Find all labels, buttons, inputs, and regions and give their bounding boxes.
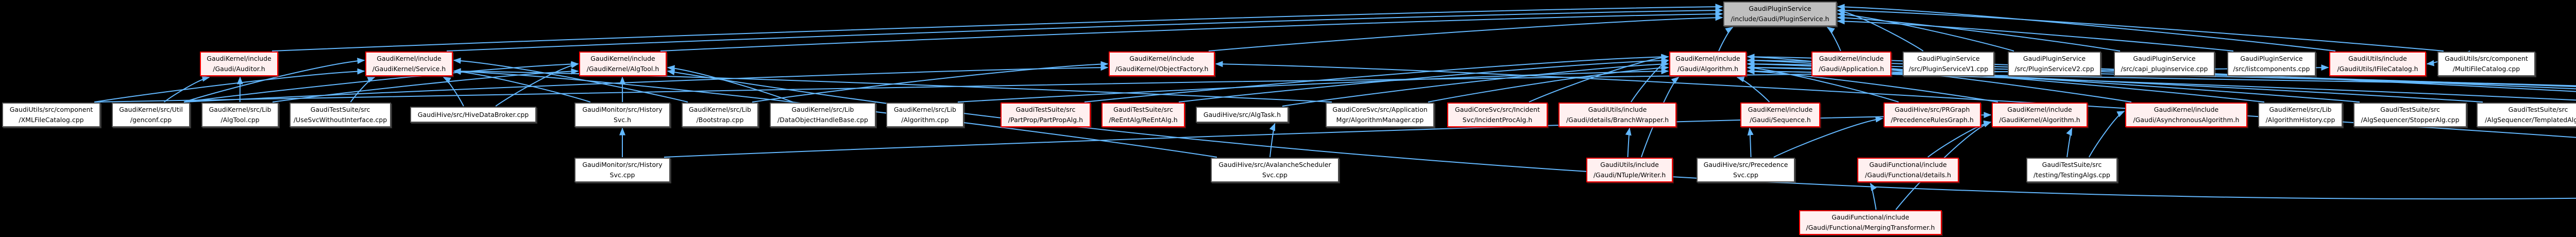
graph-node-ntuple_writer_h[interactable]: GaudiUtils/include /Gaudi/NTuple/Writer.… bbox=[1586, 158, 1673, 182]
include-edge bbox=[1837, 7, 2444, 52]
include-edge bbox=[1282, 61, 1669, 107]
graph-node-incidentprocalg_h[interactable]: GaudiCoreSvc/src/Incident Svc/IncidentPr… bbox=[1447, 103, 1548, 127]
graph-node-hivedatabroker_cpp[interactable]: GaudiHive/src/HiveDataBroker.cpp bbox=[410, 107, 536, 123]
include-edge bbox=[1529, 54, 1669, 103]
include-edge bbox=[664, 112, 1992, 158]
graph-node-precedencesvc_cpp[interactable]: GaudiHive/src/Precedence Svc.cpp bbox=[1697, 158, 1795, 182]
graph-node-mergingtransformer_h[interactable]: GaudiFunctional/include /Gaudi/Functiona… bbox=[1799, 210, 1942, 235]
include-edge bbox=[1837, 4, 2336, 52]
graph-node-application_h[interactable]: GaudiKernel/include /Gaudi/Application.h bbox=[1811, 52, 1891, 76]
graph-node-service_h[interactable]: GaudiKernel/include /GaudiKernel/Service… bbox=[365, 52, 453, 76]
graph-node-algtool_cpp[interactable]: GaudiKernel/src/Lib /AlgTool.cpp bbox=[201, 103, 279, 127]
graph-node-branchwrapper_h[interactable]: GaudiUtils/include /Gaudi/details/Branch… bbox=[1558, 103, 1676, 127]
graph-node-objectfactory_h[interactable]: GaudiKernel/include /GaudiKernel/ObjectF… bbox=[1109, 52, 1215, 76]
include-edge bbox=[183, 58, 365, 103]
graph-node-dataobjecthandlebase_cpp[interactable]: GaudiKernel/src/Lib /DataObjectHandleBas… bbox=[770, 103, 876, 127]
graph-node-multifilecatalog_cpp[interactable]: GaudiUtils/src/component /MultiFileCatal… bbox=[2437, 52, 2535, 76]
include-edge bbox=[1773, 116, 1884, 158]
graph-node-partpropalg_h[interactable]: GaudiTestSuite/src /PartProp/PartPropAlg… bbox=[1001, 103, 1091, 127]
include-edge bbox=[1837, 11, 2014, 52]
include-edge bbox=[1625, 127, 1632, 158]
graph-node-algorithm_h[interactable]: GaudiKernel/include /Gaudi/Algorithm.h bbox=[1669, 52, 1747, 76]
graph-node-historysvc_cpp[interactable]: GaudiMonitor/src/History Svc.cpp bbox=[574, 158, 670, 182]
include-edge bbox=[667, 69, 2576, 200]
graph-node-genconf_cpp[interactable]: GaudiKernel/src/Util /genconf.cpp bbox=[112, 103, 190, 127]
include-edge bbox=[1718, 27, 1734, 52]
include-edge bbox=[1178, 57, 1669, 103]
graph-node-listcomponents_cpp[interactable]: GaudiPluginService /src/listcomponents.c… bbox=[2227, 52, 2316, 76]
include-edge bbox=[1826, 27, 1841, 52]
graph-node-historysvc_h[interactable]: GaudiMonitor/src/History Svc.h bbox=[574, 103, 670, 127]
include-edge bbox=[1837, 18, 2234, 52]
include-edge bbox=[957, 68, 1669, 103]
graph-node-algorithmhistory_cpp[interactable]: GaudiKernel/src/Lib /AlgorithmHistory.cp… bbox=[2258, 103, 2343, 127]
include-edge bbox=[1269, 123, 1276, 158]
graph-node-avalancheschedulersvc_cpp[interactable]: GaudiHive/src/AvalancheScheduler Svc.cpp bbox=[1211, 158, 1339, 182]
graph-node-reentalg_h[interactable]: GaudiTestSuite/src /ReEntAlg/ReEntAlg.h bbox=[1101, 103, 1185, 127]
graph-node-pluginservice_h[interactable]: GaudiPluginService /include/Gaudi/Plugin… bbox=[1723, 2, 1837, 26]
graph-node-usesvcwithoutinterface_cpp[interactable]: GaudiTestSuite/src /UseSvcWithoutInterfa… bbox=[290, 103, 391, 127]
include-edge bbox=[164, 75, 210, 103]
graph-node-gk_algorithm_h[interactable]: GaudiKernel/include /GaudiKernel/Algorit… bbox=[1992, 103, 2088, 127]
graph-node-pluginservicev2_cpp[interactable]: GaudiPluginService /src/PluginServiceV2.… bbox=[2008, 52, 2101, 76]
include-edge bbox=[453, 57, 688, 103]
include-edge bbox=[272, 4, 1723, 52]
include-edge bbox=[1747, 68, 1998, 103]
include-edge bbox=[443, 77, 464, 107]
graph-node-sequence_h[interactable]: GaudiKernel/include /Gaudi/Sequence.h bbox=[1740, 103, 1820, 127]
graph-node-testingalgs_cpp[interactable]: GaudiTestSuite/src /testing/TestingAlgs.… bbox=[2026, 158, 2117, 182]
include-edge bbox=[1215, 61, 2576, 138]
include-edge bbox=[1837, 8, 1924, 52]
include-edge bbox=[183, 61, 579, 103]
graph-node-algorithmmanager_cpp[interactable]: GaudiCoreSvc/src/Application Mgr/Algorit… bbox=[1326, 103, 1434, 127]
include-edge bbox=[94, 68, 365, 103]
include-edge bbox=[350, 77, 376, 103]
include-edge bbox=[667, 65, 793, 103]
graph-node-precedencerulesgraph_h[interactable]: GaudiHive/src/PRGraph /PrecedenceRulesGr… bbox=[1884, 103, 1981, 127]
include-edge bbox=[183, 64, 1109, 103]
include-edge bbox=[1736, 76, 1770, 103]
graph-node-pluginservicev1_cpp[interactable]: GaudiPluginService /src/PluginServiceV1.… bbox=[1903, 52, 1994, 76]
graph-node-ifilecatalog_h[interactable]: GaudiUtils/include /GaudiUtils/IFileCata… bbox=[2329, 52, 2426, 76]
include-edge bbox=[1630, 60, 1669, 103]
include-edge bbox=[1747, 65, 1899, 103]
graph-node-functional_details_h[interactable]: GaudiFunctional/include /Gaudi/Functiona… bbox=[1857, 158, 1959, 182]
graph-node-xmlfilecatalog_cpp[interactable]: GaudiUtils/src/component /XMLFileCatalog… bbox=[2, 103, 100, 127]
include-edge bbox=[446, 7, 1723, 52]
graph-node-capi_pluginservice_cpp[interactable]: GaudiPluginService /src/capi_pluginservi… bbox=[2114, 52, 2215, 76]
graph-node-algtask_h[interactable]: GaudiHive/src/AlgTask.h bbox=[1196, 107, 1289, 123]
graph-node-auditor_h[interactable]: GaudiKernel/include /Gaudi/Auditor.h bbox=[200, 52, 278, 76]
include-edge bbox=[1428, 64, 1669, 103]
include-edge bbox=[1837, 14, 2121, 52]
graph-node-templatedalg_cpp[interactable]: GaudiTestSuite/src /AlgSequencer/Templat… bbox=[2477, 103, 2576, 127]
include-edge bbox=[1870, 182, 1877, 210]
include-edge bbox=[453, 68, 1332, 103]
include-edge bbox=[660, 11, 1723, 52]
graph-node-bootstrap_cpp[interactable]: GaudiKernel/src/Lib /Bootstrap.cpp bbox=[682, 103, 758, 127]
include-edge bbox=[1208, 14, 1723, 52]
graph-node-asynchronousalgorithm_h[interactable]: GaudiKernel/include /Gaudi/AsynchronousA… bbox=[2125, 103, 2247, 127]
include-edge bbox=[495, 62, 579, 107]
include-edge bbox=[752, 61, 1109, 103]
graph-node-stopperalg_cpp[interactable]: GaudiTestSuite/src /AlgSequencer/Stopper… bbox=[2353, 103, 2467, 127]
include-edge bbox=[1084, 54, 1669, 103]
graph-node-algorithm_cpp[interactable]: GaudiKernel/src/Lib /Algorithm.cpp bbox=[886, 103, 964, 127]
include-edge bbox=[453, 69, 591, 103]
include-edge bbox=[2066, 127, 2073, 158]
graph-node-algtool_h[interactable]: GaudiKernel/include /GaudiKernel/AlgTool… bbox=[579, 52, 667, 76]
include-edge bbox=[2088, 111, 2125, 158]
include-edge bbox=[1747, 127, 1754, 158]
